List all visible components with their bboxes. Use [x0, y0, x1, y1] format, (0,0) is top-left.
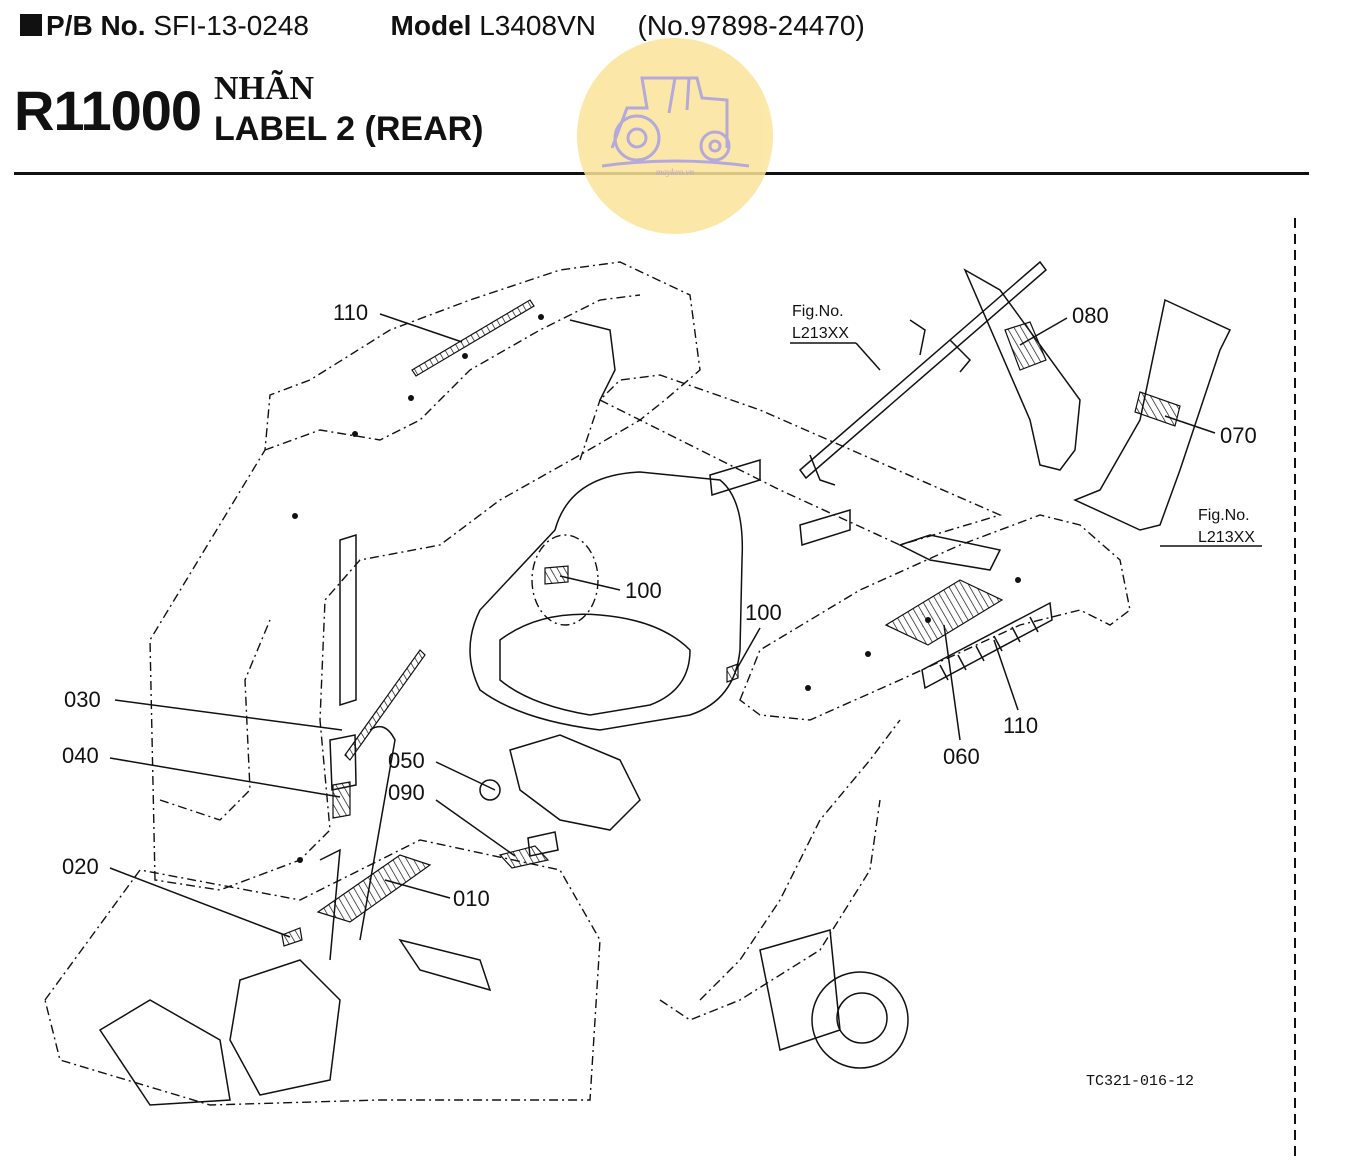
callout-060: 060 — [943, 744, 980, 769]
fig-ref-lower-line2: L213XX — [1198, 529, 1255, 546]
decal-020 — [281, 927, 303, 947]
decal-110-right — [921, 601, 1053, 690]
header-line: P/B No. SFI-13-0248 Model L3408VN (No.97… — [20, 10, 865, 42]
decal-060 — [884, 579, 1004, 646]
callout-070: 070 — [1220, 423, 1257, 448]
control-valve — [479, 734, 641, 869]
decal-030 — [344, 649, 426, 761]
fig-ref-upper-line1: Fig.No. — [792, 303, 844, 320]
decal-080 — [1004, 321, 1047, 371]
pb-value: SFI-13-0248 — [153, 10, 309, 41]
callout-050: 050 — [388, 748, 425, 773]
callout-100-seat: 100 — [625, 578, 662, 603]
callout-010: 010 — [453, 886, 490, 911]
seat — [469, 471, 744, 731]
rear-frame — [569, 319, 1003, 546]
callout-080: 080 — [1072, 303, 1109, 328]
leader-lines — [109, 313, 1216, 938]
callout-110-right: 110 — [1003, 713, 1038, 738]
callout-030: 030 — [64, 687, 101, 712]
callout-020: 020 — [62, 854, 99, 879]
square-bullet-icon — [20, 14, 42, 36]
decal-040 — [332, 781, 351, 819]
fig-ref-lower: Fig.No. L213XX — [1160, 507, 1262, 547]
decal-090 — [498, 845, 550, 869]
decal-100-seat — [544, 565, 569, 585]
watermark-text: maykeo.vn — [655, 167, 695, 177]
model-label: Model — [390, 10, 472, 41]
rear-floor — [44, 839, 601, 1106]
callout-100-fender: 100 — [745, 600, 782, 625]
rear-axle-hub — [759, 929, 909, 1069]
decal-110-left — [411, 299, 535, 377]
model-value: L3408VN — [479, 10, 596, 41]
callout-110-left: 110 — [333, 300, 368, 325]
callout-040: 040 — [62, 743, 99, 768]
section-code: R11000 — [14, 79, 202, 142]
side-bracket — [1073, 298, 1232, 531]
left-fender — [149, 261, 701, 891]
fig-ref-lower-line1: Fig.No. — [1198, 507, 1250, 524]
section-title-en: LABEL 2 (REAR) — [214, 110, 484, 148]
callout-090: 090 — [388, 780, 425, 805]
rops-bracket — [798, 260, 1081, 486]
fig-ref-upper-line2: L213XX — [792, 325, 849, 342]
pb-label: P/B No. — [46, 10, 146, 41]
hydraulic-lever — [319, 533, 426, 961]
section-title-vi: NHÃN — [214, 70, 315, 107]
decal-010 — [316, 854, 432, 923]
decal-100-fender — [726, 663, 739, 683]
serial-range: (No.97898-24470) — [637, 10, 865, 41]
decal-070 — [1134, 391, 1181, 427]
right-fender — [659, 514, 1131, 1021]
tractor-icon — [601, 76, 750, 168]
drawing-code: TC321-016-12 — [1086, 1073, 1194, 1090]
fig-ref-upper: Fig.No. L213XX — [790, 303, 881, 371]
watermark-logo — [577, 38, 773, 234]
